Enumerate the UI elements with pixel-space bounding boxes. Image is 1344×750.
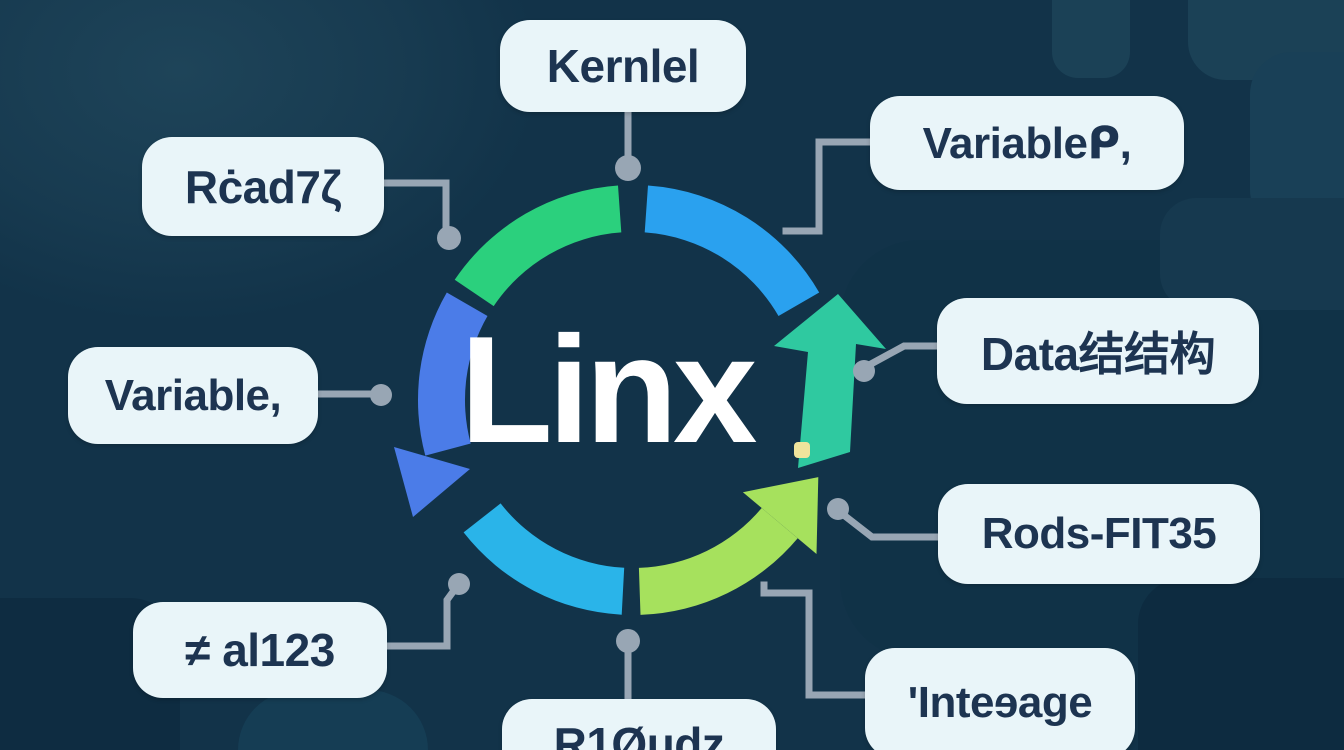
node-variable-right: Variableᑭ, [870, 96, 1184, 190]
connector-dot-data-struct [853, 360, 875, 382]
green-arc-segment [454, 185, 622, 307]
node-variable-left-label: Variable, [104, 370, 282, 420]
node-rfoudz: R1Øudz [502, 699, 776, 750]
blue-arc-segment [644, 185, 820, 316]
node-kernel-label: Kernlel [546, 40, 700, 92]
teal-up-arrow-icon [774, 294, 886, 468]
node-kernel: Kernlel [500, 20, 746, 112]
node-integage-label: 'Inteɘage [907, 678, 1093, 727]
node-al123: ≠ al123 [133, 602, 387, 698]
node-rfoudz-label: R1Øudz [553, 718, 725, 750]
node-variable-left: Variable, [68, 347, 318, 444]
blue-down-arrow-head-icon [394, 447, 470, 517]
logo-yellow-dot-icon [794, 442, 810, 458]
connector-dot-rods [827, 498, 849, 520]
blue-down-arrow-band [417, 292, 488, 456]
logo-text: Linx [460, 305, 757, 475]
node-rods-fit35-label: Rods-FIT35 [981, 509, 1217, 558]
node-integage: 'Inteɘage [865, 648, 1135, 750]
cyan-arc-segment [463, 503, 625, 615]
connector-dot-kernel [615, 155, 641, 181]
node-rods-fit35: Rods-FIT35 [938, 484, 1260, 584]
connector-dot-al123 [448, 573, 470, 595]
connector-rods [840, 511, 943, 541]
node-read: Rċad7ζ [142, 137, 384, 236]
lime-arrow-band [638, 508, 798, 615]
connector-dot-rfoudz [616, 629, 640, 653]
connector-data-struct [866, 342, 942, 369]
lime-arrow-head-icon [742, 477, 819, 554]
connector-read [380, 179, 450, 230]
connector-variable-right [782, 138, 875, 235]
node-data-struct-label: Data结结构 [980, 328, 1216, 380]
connector-dot-read [437, 226, 461, 250]
node-al123-label: ≠ al123 [185, 624, 335, 676]
connector-dot-variable-left [370, 384, 392, 406]
node-read-label: Rċad7ζ [184, 160, 342, 213]
node-data-struct: Data结结构 [937, 298, 1259, 404]
connector-integage [760, 581, 870, 699]
node-variable-right-label: Variableᑭ, [922, 118, 1132, 168]
connector-al123 [385, 584, 460, 650]
